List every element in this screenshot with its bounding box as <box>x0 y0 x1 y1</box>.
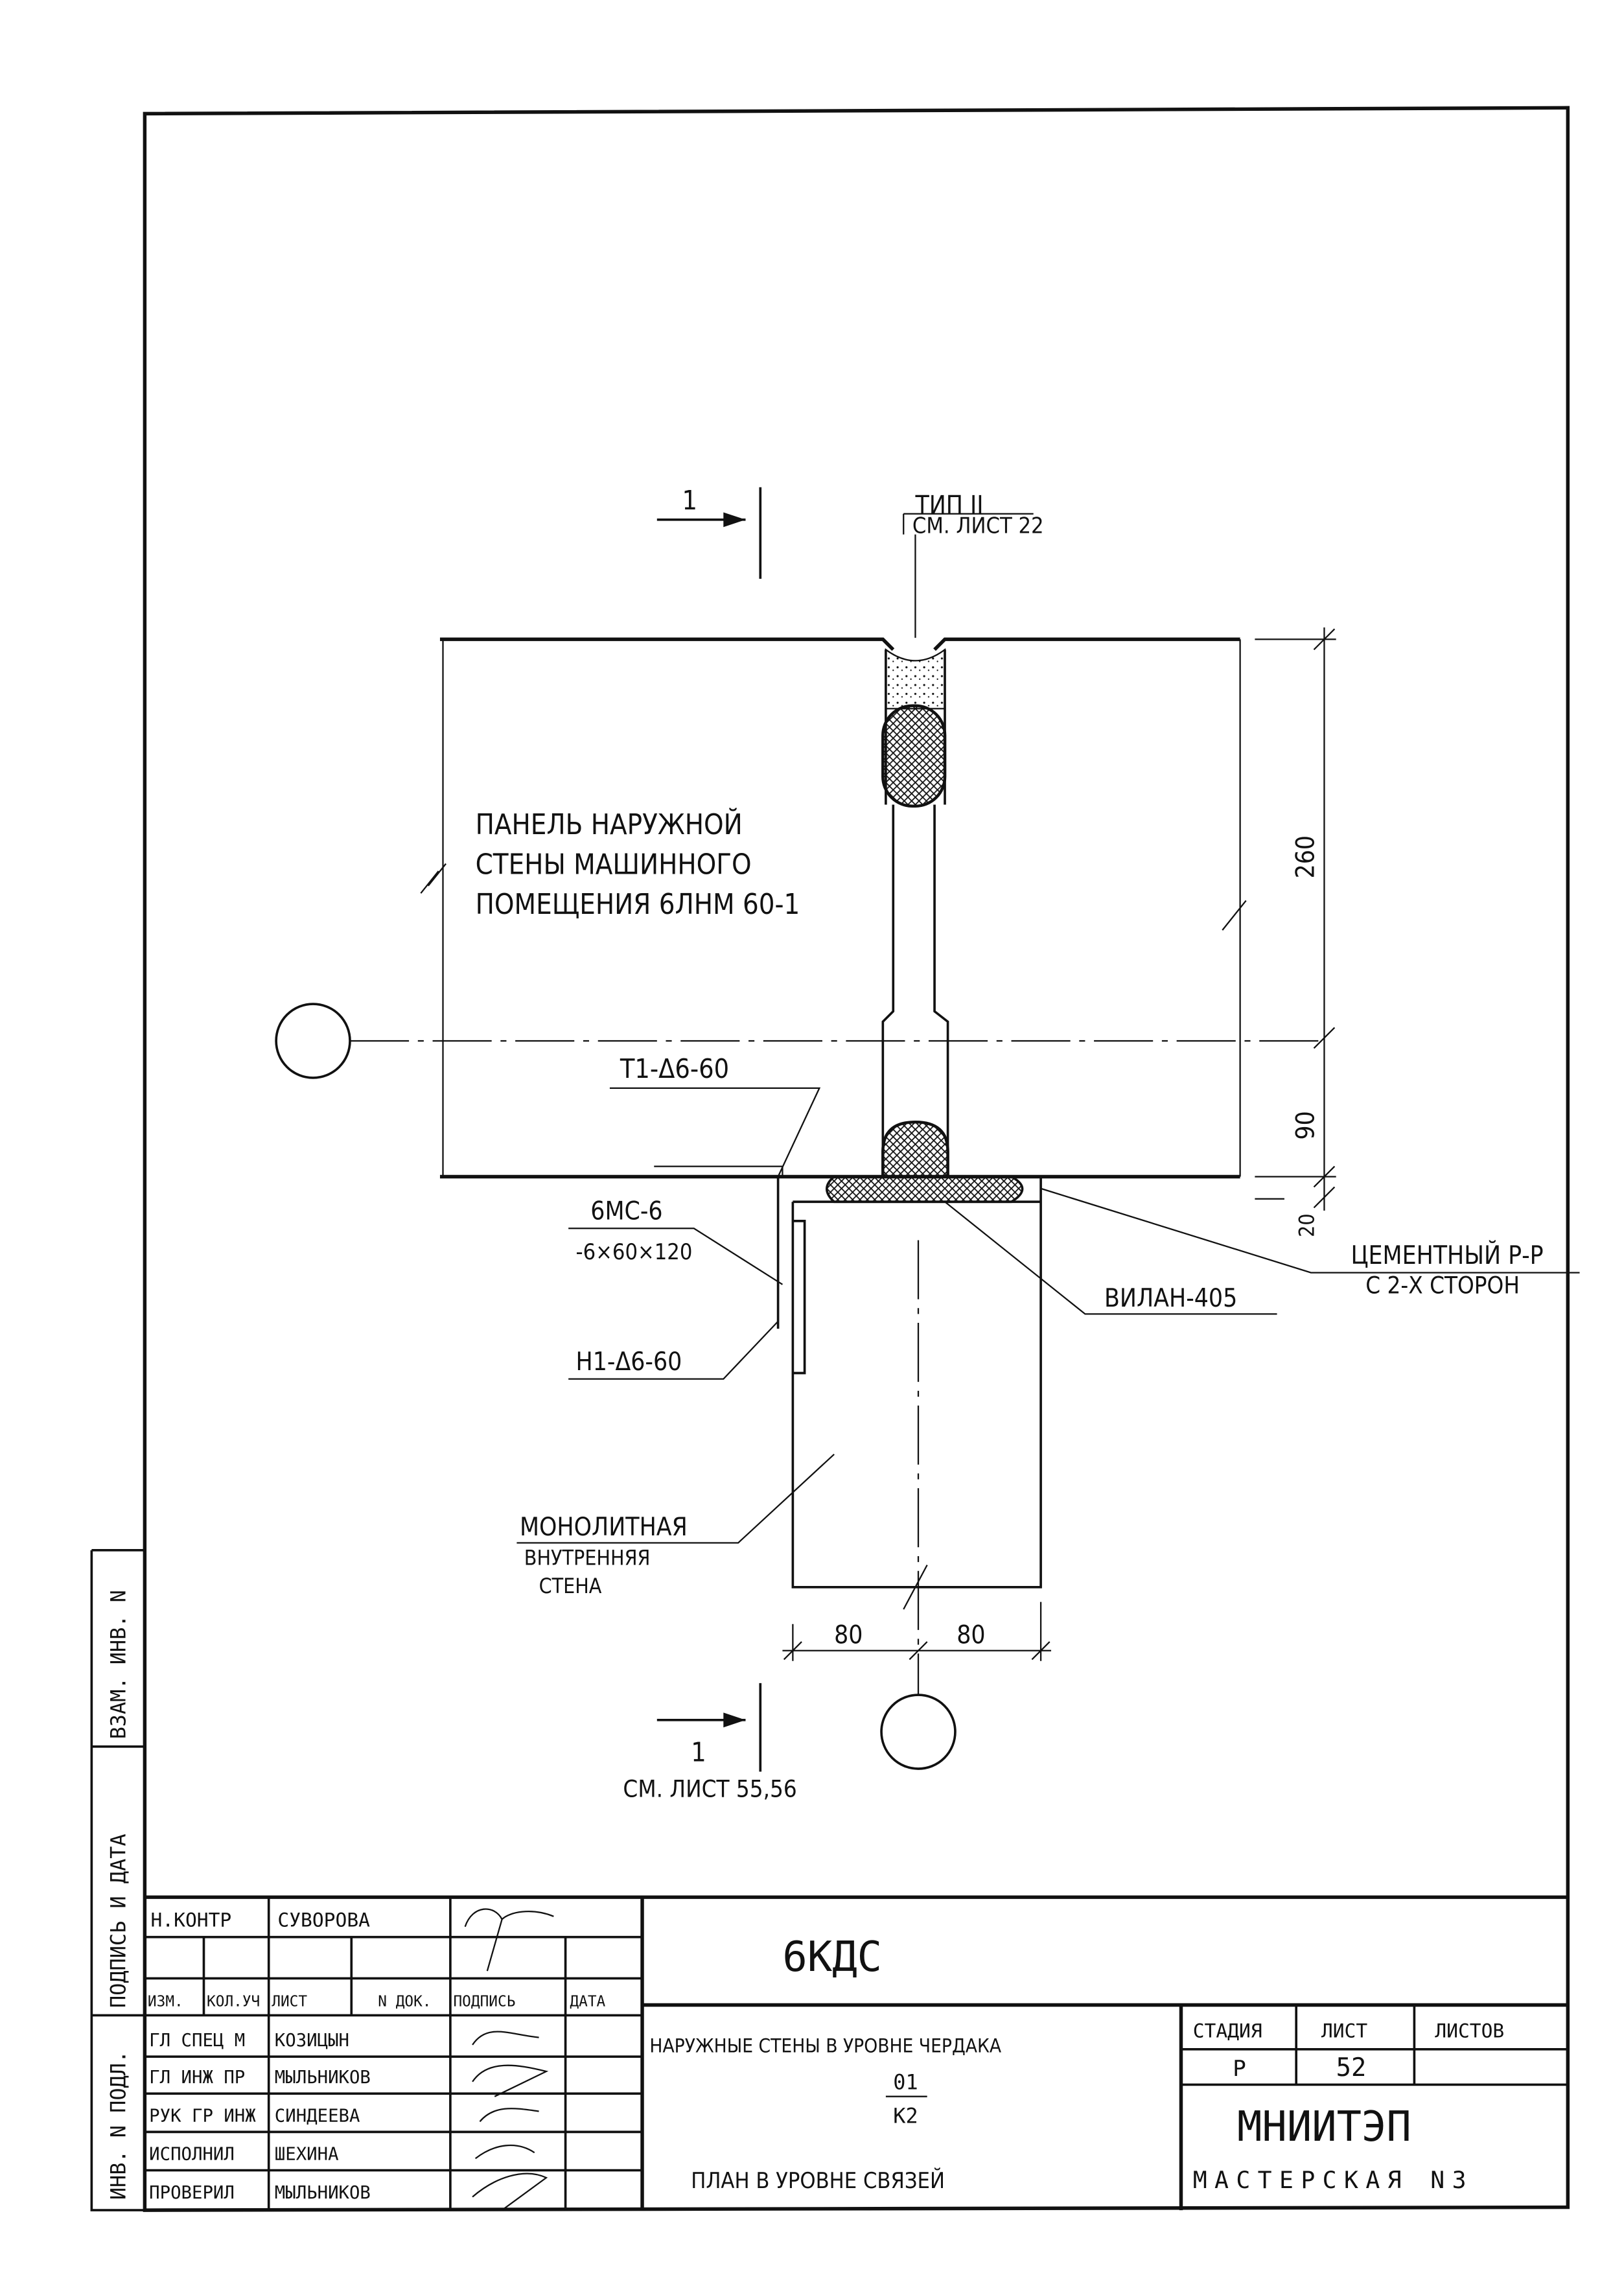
organization: МНИИТЭП <box>1237 2103 1411 2151</box>
row-role: ПРОВЕРИЛ <box>149 2183 235 2203</box>
svg-text:ПОДПИСЬ: ПОДПИСЬ <box>453 1994 515 2010</box>
svg-text:СМ. ЛИСТ 22: СМ. ЛИСТ 22 <box>912 513 1044 539</box>
document-title: НАРУЖНЫЕ СТЕНЫ В УРОВНЕ ЧЕРДАКА <box>649 2034 1001 2057</box>
leader-cement: ЦЕМЕНТНЫЙ Р-Р С 2-Х СТОРОН <box>1040 1187 1580 1299</box>
panel-note-2: СТЕНЫ МАШИННОГО <box>476 849 752 881</box>
svg-text:ЦЕМЕНТНЫЙ Р-Р: ЦЕМЕНТНЫЙ Р-Р <box>1351 1240 1543 1270</box>
joint-type-label: ТИП II СМ. ЛИСТ 22 <box>903 491 1044 638</box>
dim-20: 20 <box>1295 1213 1319 1237</box>
stage-value: Р <box>1233 2056 1246 2082</box>
side-strip-inv: ИНВ. N ПОДЛ. <box>106 2051 131 2200</box>
svg-text:СТАДИЯ: СТАДИЯ <box>1193 2020 1262 2042</box>
svg-text:С 2-Х СТОРОН: С 2-Х СТОРОН <box>1365 1271 1520 1299</box>
svg-text:1: 1 <box>691 1737 706 1768</box>
dim-260: 260 <box>1292 835 1321 878</box>
leader-wall: МОНОЛИТНАЯ ВНУТРЕННЯЯ СТЕНА <box>516 1453 835 1598</box>
side-strip-sign: ПОДПИСЬ И ДАТА <box>106 1834 131 2008</box>
row-name: СИНДЕЕВА <box>275 2106 360 2126</box>
sheet-frame <box>143 106 1570 2212</box>
row-name: КОЗИЦЫН <box>275 2031 349 2051</box>
dim-80-left: 80 <box>834 1620 863 1649</box>
svg-text:ВИЛАН-405: ВИЛАН-405 <box>1104 1284 1237 1313</box>
n-kontr-role: Н.КОНТР <box>150 1909 231 1931</box>
leader-n1: Н1-Δ6-60 <box>568 1320 779 1380</box>
svg-text:ЛИСТ: ЛИСТ <box>1321 2020 1367 2042</box>
svg-text:ЛИСТОВ: ЛИСТОВ <box>1435 2020 1504 2042</box>
dim-90: 90 <box>1292 1111 1321 1139</box>
svg-text:СТЕНА: СТЕНА <box>539 1574 602 1598</box>
leader-t1: Т1-Δ6-60 <box>609 1053 821 1178</box>
section-ref: СМ. ЛИСТ 55,56 <box>623 1775 796 1802</box>
row-name: МЫЛЬНИКОВ <box>275 2068 371 2088</box>
row-role: РУК ГР ИНЖ <box>149 2106 256 2126</box>
document-subtitle: ПЛАН В УРОВНЕ СВЯЗЕЙ <box>691 2167 945 2194</box>
section-marker-bottom: 1 СМ. ЛИСТ 55,56 <box>623 1683 797 1802</box>
dimension-vertical: 260 90 20 <box>1255 627 1336 1237</box>
section-marker-top: 1 <box>656 485 762 579</box>
svg-text:ВНУТРЕННЯЯ: ВНУТРЕННЯЯ <box>524 1546 651 1570</box>
axis-vertical <box>880 1240 957 1770</box>
panel-note-3: ПОМЕЩЕНИЯ 6ЛНМ 60-1 <box>476 889 800 921</box>
svg-text:6МС-6: 6МС-6 <box>590 1197 662 1226</box>
svg-text:МОНОЛИТНАЯ: МОНОЛИТНАЯ <box>520 1513 688 1542</box>
fraction-bottom: К2 <box>893 2104 918 2128</box>
monolithic-inner-wall <box>776 1176 1042 1610</box>
svg-text:Т1-Δ6-60: Т1-Δ6-60 <box>620 1053 729 1084</box>
panel-note-1: ПАНЕЛЬ НАРУЖНОЙ <box>476 808 743 841</box>
svg-text:N ДОК.: N ДОК. <box>378 1994 431 2010</box>
row-role: ГЛ СПЕЦ М <box>149 2031 245 2051</box>
fraction-top: 01 <box>893 2069 918 2094</box>
leader-vilan: ВИЛАН-405 <box>944 1201 1277 1315</box>
side-strip-vzam: ВЗАМ. ИНВ. N <box>106 1590 131 1739</box>
svg-text:ДАТА: ДАТА <box>570 1994 605 2010</box>
row-name: ШЕХИНА <box>275 2145 339 2165</box>
row-role: ГЛ ИНЖ ПР <box>149 2068 245 2088</box>
dim-80-right: 80 <box>957 1620 985 1649</box>
svg-text:1: 1 <box>682 485 697 516</box>
svg-text:-6×60×120: -6×60×120 <box>576 1239 693 1265</box>
external-wall-panel: ПАНЕЛЬ НАРУЖНОЙ СТЕНЫ МАШИННОГО ПОМЕЩЕНИ… <box>420 637 1247 1204</box>
dimension-horizontal: 80 80 <box>782 1602 1052 1661</box>
svg-text:Н1-Δ6-60: Н1-Δ6-60 <box>576 1347 682 1377</box>
side-strip: ИНВ. N ПОДЛ. ПОДПИСЬ И ДАТА ВЗАМ. ИНВ. N <box>90 1549 145 2211</box>
title-block: Н.КОНТР СУВОРОВА ИЗМ. КОЛ.УЧ ЛИСТ N ДОК.… <box>145 1895 1568 2211</box>
signatures <box>472 2031 549 2211</box>
leader-plate: 6МС-6 -6×60×120 <box>568 1197 783 1285</box>
axis-horizontal <box>275 1003 1321 1079</box>
svg-text:ТИП II: ТИП II <box>914 491 983 520</box>
svg-text:КОЛ.УЧ: КОЛ.УЧ <box>207 1994 260 2010</box>
svg-text:ИЗМ.: ИЗМ. <box>148 1994 183 2010</box>
workshop: МАСТЕРСКАЯ N3 <box>1193 2166 1474 2194</box>
document-code: 6КДС <box>782 1933 882 1981</box>
signature <box>464 1908 554 1972</box>
svg-text:ЛИСТ: ЛИСТ <box>272 1994 307 2010</box>
row-role: ИСПОЛНИЛ <box>149 2145 235 2165</box>
sheet-value: 52 <box>1336 2053 1367 2082</box>
n-kontr-name: СУВОРОВА <box>277 1909 370 1931</box>
row-name: МЫЛЬНИКОВ <box>275 2183 371 2203</box>
